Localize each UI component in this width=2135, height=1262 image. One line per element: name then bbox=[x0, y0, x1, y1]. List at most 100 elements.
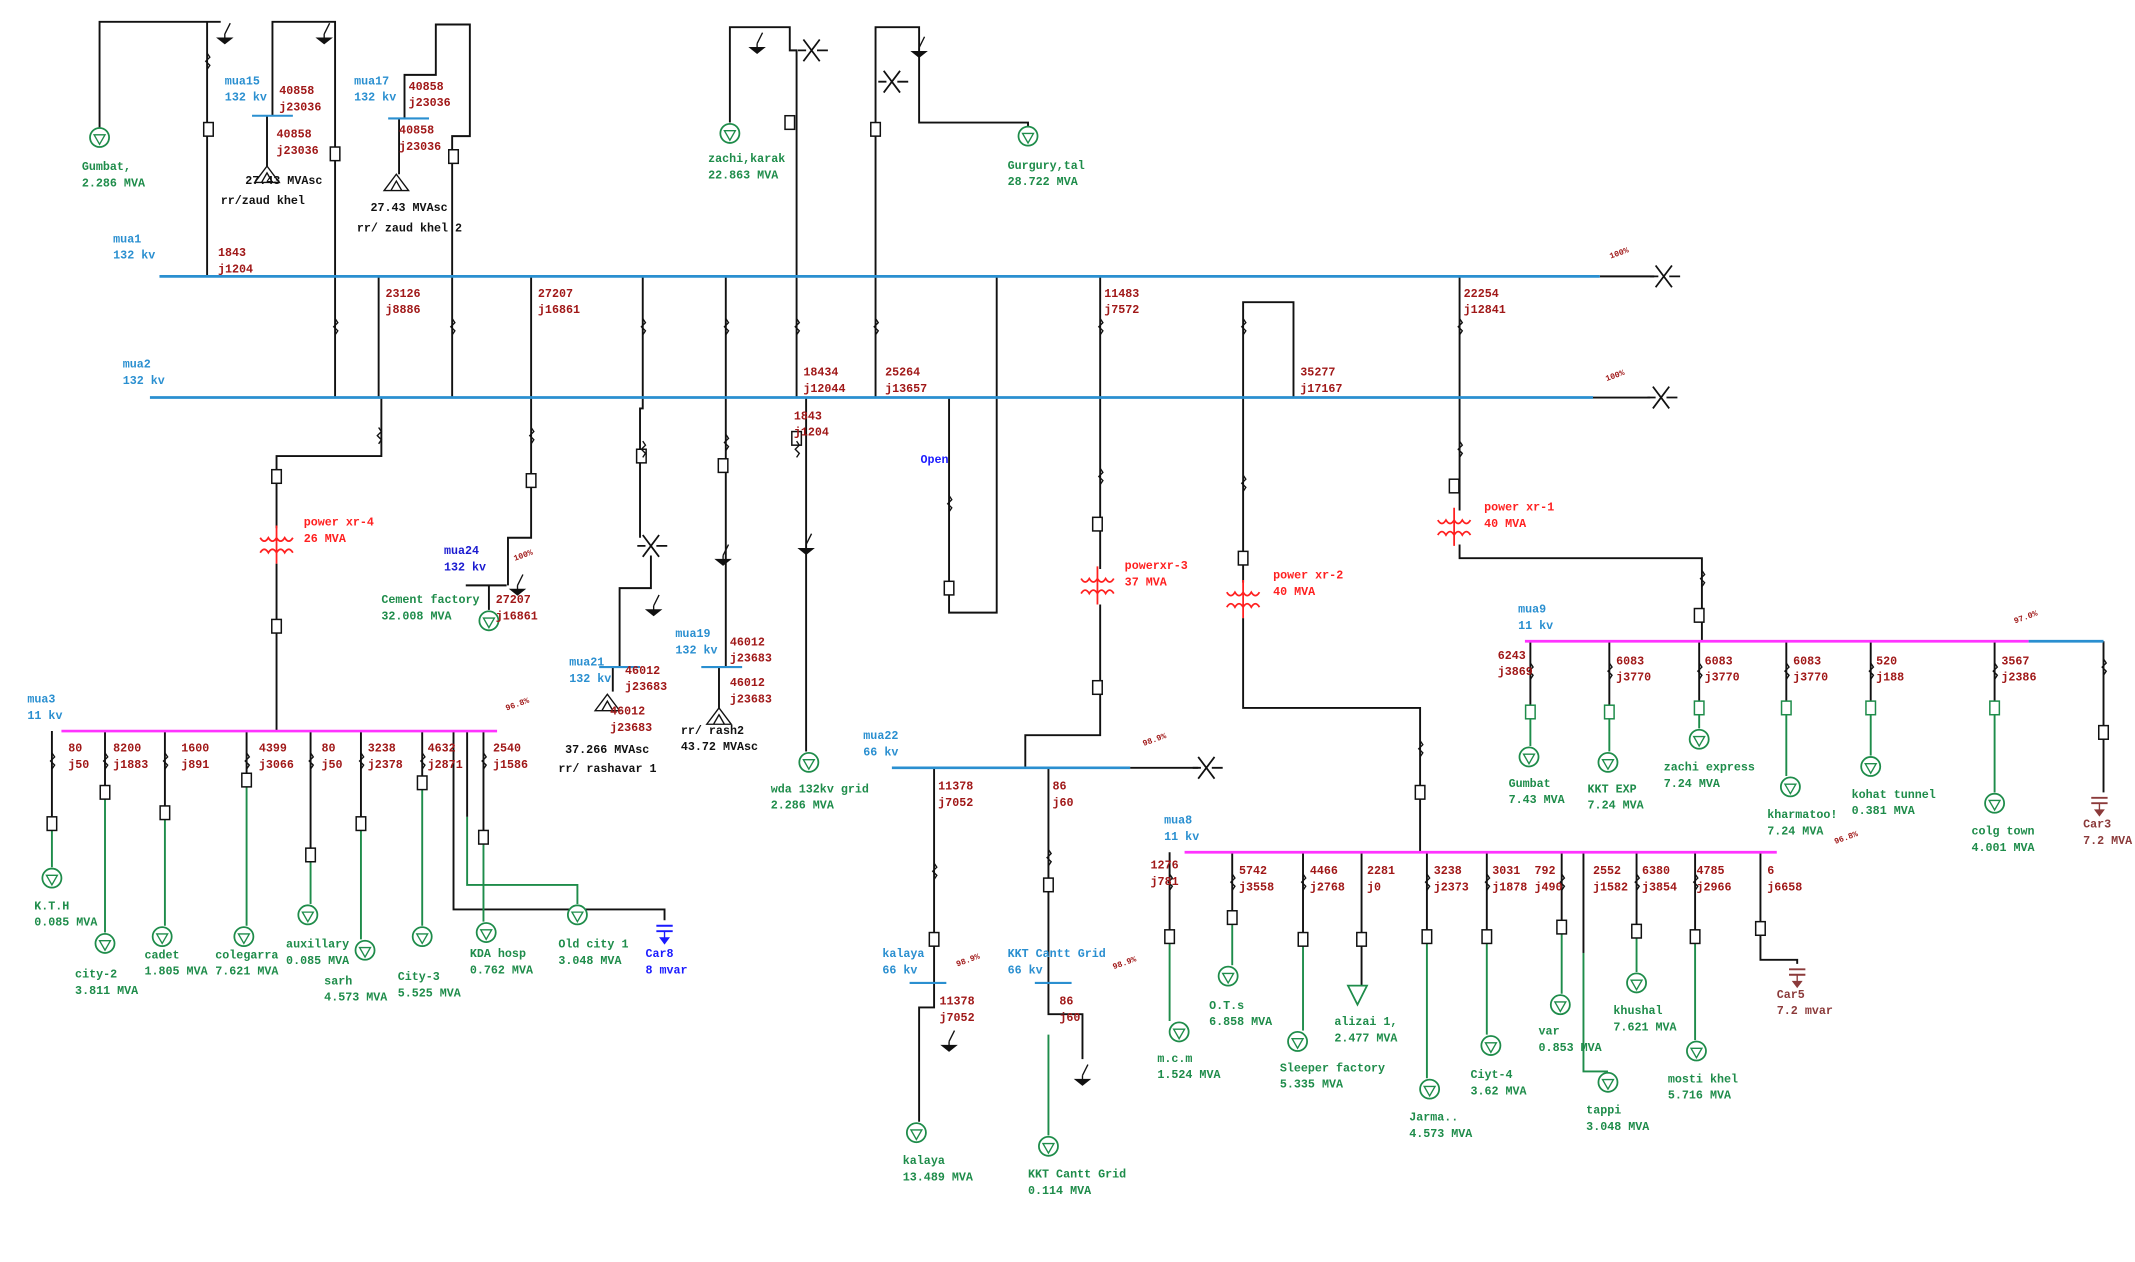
circuit-breaker[interactable] bbox=[717, 458, 729, 474]
circuit-breaker[interactable] bbox=[241, 772, 253, 788]
circuit-breaker[interactable] bbox=[1693, 700, 1705, 716]
load-icon[interactable] bbox=[151, 926, 173, 948]
transformer-icon[interactable] bbox=[259, 525, 294, 564]
switch-icon[interactable] bbox=[946, 495, 953, 513]
load-icon[interactable] bbox=[1686, 1040, 1707, 1062]
load-icon[interactable] bbox=[1549, 994, 1571, 1016]
switch-icon[interactable] bbox=[640, 318, 647, 336]
switch-icon[interactable] bbox=[1692, 873, 1699, 891]
circuit-breaker[interactable] bbox=[1091, 516, 1103, 532]
switch-icon[interactable] bbox=[308, 752, 315, 770]
switch-icon[interactable] bbox=[1046, 849, 1053, 867]
circuit-breaker[interactable] bbox=[1164, 929, 1176, 945]
circuit-breaker[interactable] bbox=[2097, 724, 2110, 740]
switch-icon[interactable] bbox=[723, 318, 730, 336]
circuit-breaker[interactable] bbox=[928, 931, 940, 947]
switch-icon[interactable] bbox=[1097, 467, 1104, 486]
circuit-breaker[interactable] bbox=[1226, 910, 1238, 926]
circuit-breaker[interactable] bbox=[870, 121, 882, 137]
bus-name[interactable]: mua22 bbox=[863, 729, 898, 743]
switch-icon[interactable] bbox=[1868, 662, 1875, 680]
circuit-breaker[interactable] bbox=[1603, 704, 1615, 720]
circuit-breaker[interactable] bbox=[525, 473, 537, 489]
switch-icon[interactable] bbox=[102, 752, 109, 770]
circuit-breaker[interactable] bbox=[784, 114, 796, 131]
circuit-breaker[interactable] bbox=[1689, 929, 1701, 945]
lumped-load-icon[interactable] bbox=[382, 173, 410, 192]
load-icon[interactable] bbox=[354, 939, 376, 961]
switch-icon[interactable] bbox=[640, 440, 647, 458]
ground-switch-icon[interactable] bbox=[797, 533, 815, 555]
bus-name[interactable]: mua9 bbox=[1518, 603, 1546, 617]
switch-icon[interactable] bbox=[794, 318, 801, 336]
switch-icon[interactable] bbox=[1699, 570, 1706, 588]
bus-name[interactable]: KKT Cantt Grid bbox=[1008, 947, 1106, 961]
ground-switch-icon[interactable] bbox=[644, 594, 663, 617]
utility-grid-icon[interactable] bbox=[1192, 756, 1223, 780]
circuit-breaker[interactable] bbox=[1237, 550, 1249, 566]
switch-icon[interactable] bbox=[49, 752, 56, 770]
circuit-breaker[interactable] bbox=[448, 149, 460, 165]
transformer-icon[interactable] bbox=[1226, 579, 1261, 619]
switch-icon[interactable] bbox=[358, 752, 365, 770]
capacitor-icon[interactable] bbox=[2091, 796, 2108, 817]
circuit-breaker[interactable] bbox=[1448, 478, 1460, 494]
ground-switch-icon[interactable] bbox=[910, 36, 928, 59]
load-icon[interactable] bbox=[41, 867, 63, 889]
lumped-load-icon[interactable] bbox=[253, 164, 281, 184]
switch-icon[interactable] bbox=[162, 752, 169, 770]
circuit-breaker[interactable] bbox=[1556, 919, 1568, 935]
switch-icon[interactable] bbox=[1696, 662, 1703, 680]
switch-icon[interactable] bbox=[873, 318, 880, 336]
circuit-breaker[interactable] bbox=[477, 829, 489, 845]
load-icon[interactable] bbox=[1518, 746, 1540, 768]
switch-icon[interactable] bbox=[1457, 440, 1464, 458]
load-icon[interactable] bbox=[94, 933, 116, 954]
bus-name[interactable]: mua2 bbox=[123, 358, 151, 372]
load-icon[interactable] bbox=[297, 904, 319, 926]
switch-icon[interactable] bbox=[1783, 662, 1790, 680]
switch-icon[interactable] bbox=[2101, 658, 2108, 676]
circuit-breaker[interactable] bbox=[416, 775, 428, 791]
switch-icon[interactable] bbox=[481, 752, 488, 770]
ground-switch-icon[interactable] bbox=[216, 22, 234, 45]
circuit-breaker[interactable] bbox=[159, 805, 171, 821]
bus-name[interactable]: mua1 bbox=[113, 232, 141, 246]
switch-icon[interactable] bbox=[204, 52, 211, 70]
static-load-icon[interactable] bbox=[1346, 984, 1369, 1007]
switch-icon[interactable] bbox=[449, 318, 456, 336]
switch-icon[interactable] bbox=[1229, 873, 1236, 891]
bus-name[interactable]: mua15 bbox=[225, 74, 260, 88]
bus-name[interactable]: mua17 bbox=[354, 74, 389, 88]
load-icon[interactable] bbox=[1038, 1135, 1059, 1157]
circuit-breaker[interactable] bbox=[1042, 877, 1054, 893]
utility-grid-icon[interactable] bbox=[1650, 264, 1681, 288]
circuit-breaker[interactable] bbox=[355, 816, 367, 832]
ground-switch-icon[interactable] bbox=[315, 22, 333, 45]
load-icon[interactable] bbox=[233, 926, 255, 948]
switch-icon[interactable] bbox=[1457, 318, 1464, 336]
switch-icon[interactable] bbox=[376, 427, 383, 445]
switch-icon[interactable] bbox=[931, 862, 938, 880]
bus-name[interactable]: mua3 bbox=[27, 692, 55, 706]
circuit-breaker[interactable] bbox=[1297, 931, 1309, 947]
capacitor-icon[interactable] bbox=[1789, 968, 1806, 989]
switch-icon[interactable] bbox=[528, 427, 535, 445]
switch-icon[interactable] bbox=[1417, 740, 1424, 758]
load-icon[interactable] bbox=[1287, 1031, 1308, 1052]
switch-icon[interactable] bbox=[332, 318, 339, 336]
lumped-load-icon[interactable] bbox=[593, 693, 621, 712]
circuit-breaker[interactable] bbox=[1414, 784, 1426, 800]
circuit-breaker[interactable] bbox=[1356, 931, 1368, 947]
switch-icon[interactable] bbox=[1300, 873, 1307, 891]
load-icon[interactable] bbox=[1626, 972, 1647, 994]
load-icon[interactable] bbox=[1860, 756, 1882, 777]
circuit-breaker[interactable] bbox=[46, 816, 58, 832]
switch-icon[interactable] bbox=[1097, 318, 1104, 336]
switch-icon[interactable] bbox=[1240, 318, 1247, 336]
utility-grid-icon[interactable] bbox=[797, 38, 828, 62]
load-icon[interactable] bbox=[89, 127, 110, 148]
load-icon[interactable] bbox=[411, 926, 433, 948]
ground-switch-icon[interactable] bbox=[508, 574, 527, 596]
switch-icon[interactable] bbox=[419, 752, 426, 770]
